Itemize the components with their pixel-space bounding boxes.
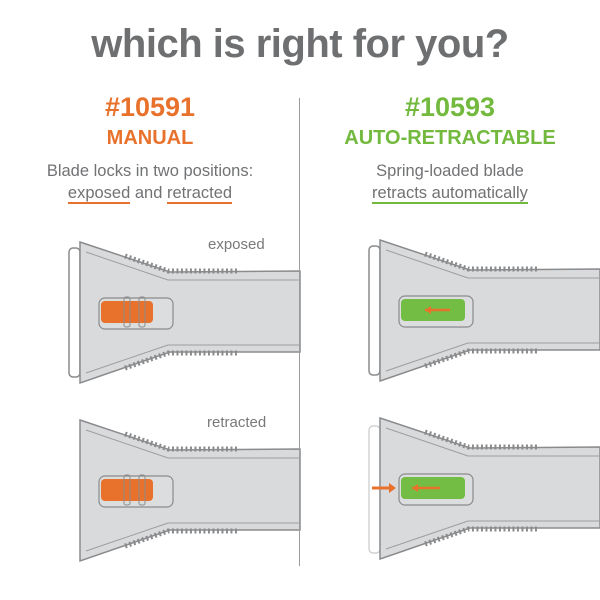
- manual-model-number: #10591: [104, 92, 196, 122]
- page-title: which is right for you?: [91, 22, 509, 66]
- manual-description: Blade locks in two positions: exposed an…: [0, 160, 300, 204]
- manual-desc-line1: Blade locks in two positions:: [46, 162, 254, 180]
- auto-description: Spring-loaded blade retracts automatical…: [300, 160, 600, 204]
- divider: [299, 98, 300, 566]
- auto-desc-line1: Spring-loaded blade: [376, 162, 524, 180]
- retracted-word: retracted: [166, 184, 233, 204]
- manual-exposed-tool: [68, 242, 300, 383]
- manual-retracted-tool: [80, 420, 300, 561]
- exposed-word: exposed: [67, 184, 131, 204]
- auto-exposed-tool: [368, 240, 600, 381]
- orange-slider: [101, 301, 153, 323]
- auto-type: AUTO-RETRACTABLE: [344, 127, 556, 149]
- blade-exposed: [368, 245, 381, 376]
- exposed-label: exposed: [208, 236, 265, 253]
- orange-slider: [101, 479, 153, 501]
- auto-model-number: #10593: [404, 92, 496, 122]
- retracted-label: retracted: [207, 414, 267, 431]
- and-word: and: [130, 184, 167, 202]
- auto-retracted-tool: [368, 418, 600, 559]
- blade-exposed: [68, 247, 81, 378]
- manual-type: MANUAL: [106, 127, 194, 149]
- auto-desc-line2: retracts automatically: [372, 184, 528, 204]
